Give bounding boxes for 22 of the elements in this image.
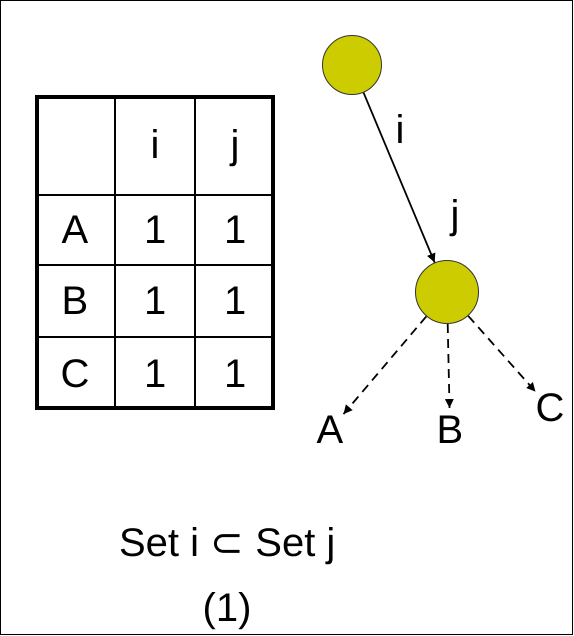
table-header: A <box>62 208 88 252</box>
table-value: 1 <box>224 208 246 252</box>
arrow <box>444 324 454 408</box>
node-label: C <box>536 386 564 430</box>
table-value: 1 <box>224 352 246 396</box>
table-header: i <box>150 123 160 167</box>
table-header: C <box>60 352 90 396</box>
node-label: B <box>436 408 464 452</box>
table-value: 1 <box>224 279 246 323</box>
caption: (1) <box>202 586 252 630</box>
node-label: A <box>316 408 344 452</box>
node-name: i <box>396 108 404 152</box>
node-name: j <box>450 193 460 237</box>
table-value: 1 <box>144 208 166 252</box>
set-relation-note: Set i ⊂ Set j <box>119 521 336 565</box>
table-header: j <box>230 123 240 167</box>
table-value: 1 <box>144 352 166 396</box>
table-header: B <box>62 279 88 323</box>
arrow <box>342 316 427 415</box>
arrow <box>362 92 436 263</box>
table-value: 1 <box>144 279 166 323</box>
arrow <box>468 315 536 392</box>
